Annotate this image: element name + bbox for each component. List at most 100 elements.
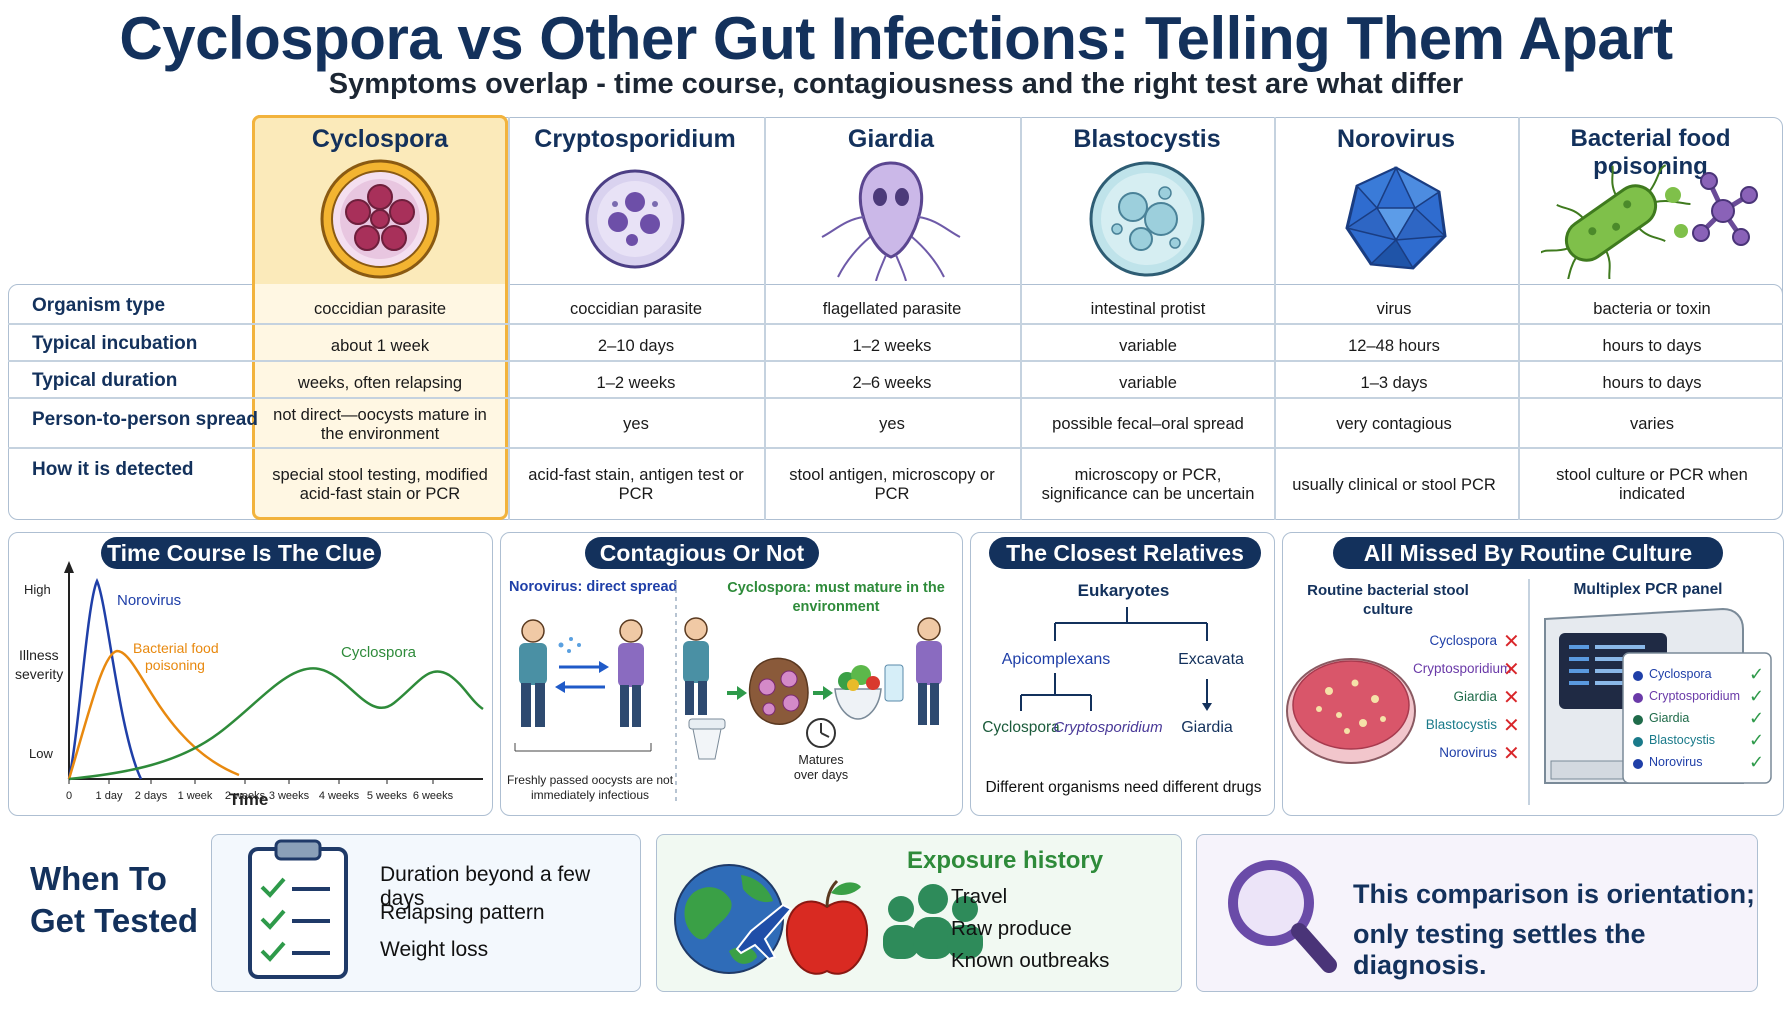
culture-item: Giardia <box>1453 689 1497 704</box>
when-tested-title: When To Get Tested <box>30 858 198 942</box>
table-cell: 2–6 weeks <box>852 374 932 392</box>
missed-x-icon: ✕ <box>1503 687 1520 709</box>
clipboard-icon <box>248 839 348 979</box>
pcr-item: Blastocystis <box>1649 733 1715 747</box>
norovirus-spread-label: Norovirus: direct spread <box>509 579 678 595</box>
pcr-item: Giardia <box>1649 711 1690 725</box>
pcr-dot-icon <box>1633 671 1643 681</box>
table-cell: variable <box>1119 337 1177 355</box>
cryptosporidium-icon <box>508 157 762 281</box>
when-item-weight-loss: Weight loss <box>380 938 489 961</box>
culture-divider <box>1528 579 1530 805</box>
when-tested-box: Duration beyond a few days Relapsing pat… <box>211 834 641 992</box>
x-tick-label: 1 week <box>178 790 213 802</box>
tree-cryptosporidium: Cryptosporidium <box>1053 719 1163 736</box>
bacteria-toxin-icon <box>1518 157 1783 281</box>
table-cell: stool antigen, microscopy or PCR <box>789 466 995 503</box>
missed-x-icon: ✕ <box>1503 631 1520 653</box>
contagious-illustration <box>514 581 942 803</box>
culture-item: Blastocystis <box>1425 717 1497 732</box>
globe-plane-icon <box>674 864 793 974</box>
column-divider <box>1274 117 1276 520</box>
exposure-raw-produce: Raw produce <box>951 917 1072 940</box>
table-cell: microscopy or PCR, significance can be u… <box>1041 466 1255 503</box>
contagious-title: Contagious Or Not <box>585 537 819 569</box>
time-course-chart: High Illness severity Low Norovirus Bact… <box>15 561 484 809</box>
comparison-table: Cyclospora Cryptosporidium Giardia Blast… <box>8 115 1783 520</box>
when-tested-title-line2: Get Tested <box>30 902 199 939</box>
pcr-dot-icon <box>1633 715 1643 725</box>
row-label-organism-type: Organism type <box>32 295 166 316</box>
table-cell: coccidian parasite <box>569 299 703 318</box>
table-cell: variable <box>1119 374 1177 392</box>
y-high-label: High <box>24 582 51 597</box>
x-axis-label: Time <box>229 790 268 809</box>
y-low-label: Low <box>29 746 53 761</box>
relatives-title: The Closest Relatives <box>989 537 1261 569</box>
contagious-panel: Contagious Or Not Norovirus: direct spre… <box>500 532 963 816</box>
culture-item: Cryptosporidium <box>1413 661 1512 676</box>
pcr-item: Cryptosporidium <box>1649 689 1741 703</box>
missed-x-icon: ✕ <box>1503 743 1520 765</box>
table-cell: virus <box>1376 299 1412 318</box>
when-tested-title-line1: When To <box>30 860 167 897</box>
x-tick-label: 5 weeks <box>367 790 408 802</box>
culture-item: Cyclospora <box>1429 633 1497 648</box>
note-line1: This comparison is orientation; <box>1353 879 1756 909</box>
table-cell: stool culture or PCR when indicated <box>1556 466 1748 503</box>
row-divider <box>8 447 1783 449</box>
matures-caption: Matures over days <box>793 753 849 782</box>
cyclospora-oocyst-icon <box>253 157 507 281</box>
giardia-icon <box>764 157 1018 281</box>
x-tick-label: 3 weeks <box>269 790 310 802</box>
tree-apicomplexans: Apicomplexans <box>1001 651 1111 668</box>
x-tick-label: 4 weeks <box>319 790 360 802</box>
time-course-title: Time Course Is The Clue <box>101 537 381 569</box>
exposure-title: Exposure history <box>907 847 1104 874</box>
apple-icon <box>785 879 869 975</box>
column-header-cryptosporidium: Cryptosporidium <box>534 125 736 153</box>
tree-cyclospora: Cyclospora <box>982 719 1060 736</box>
table-cell: very contagious <box>1336 415 1452 433</box>
column-header-norovirus: Norovirus <box>1336 125 1456 153</box>
pcr-dot-icon <box>1633 737 1643 747</box>
table-cell: coccidian parasite <box>313 299 447 318</box>
row-label-spread: Person-to-person spread <box>32 409 258 430</box>
table-cell: bacteria or toxin <box>1593 299 1711 318</box>
x-tick-label: 2 days <box>135 790 168 802</box>
table-cell: 1–2 weeks <box>852 337 932 355</box>
exposure-outbreaks: Known outbreaks <box>951 949 1110 972</box>
relatives-note: Different organisms need different drugs <box>985 779 1262 796</box>
norovirus-curve-label: Norovirus <box>117 592 181 609</box>
pcr-dot-icon <box>1633 693 1643 703</box>
y-label-1: Illness <box>19 647 59 663</box>
column-header-giardia: Giardia <box>847 125 935 153</box>
culture-panel: All Missed By Routine Culture Routine ba… <box>1282 532 1784 816</box>
missed-x-icon: ✕ <box>1503 659 1520 681</box>
table-cell: not direct—oocysts mature in the environ… <box>273 405 487 443</box>
table-cell: hours to days <box>1602 337 1702 355</box>
column-divider <box>1020 117 1022 520</box>
table-rows-frame <box>8 284 1783 520</box>
detected-check-icon: ✓ <box>1749 664 1765 684</box>
column-divider <box>508 117 510 520</box>
table-cell: varies <box>1629 415 1674 433</box>
cyclospora-curve <box>68 667 484 781</box>
bacterial-curve-label-2: poisoning <box>145 657 205 673</box>
culture-item: Norovirus <box>1439 745 1497 760</box>
table-cell: 1–3 days <box>1360 374 1428 392</box>
column-divider <box>764 117 766 520</box>
column-header-cyclospora: Cyclospora <box>311 125 449 153</box>
relatives-panel: The Closest Relatives Eukaryotes Apicomp… <box>970 532 1275 816</box>
page-title: Cyclospora vs Other Gut Infections: Tell… <box>119 5 1673 72</box>
culture-left-title: Routine bacterial stool culture <box>1307 582 1469 618</box>
x-tick-label: 6 weeks <box>413 790 454 802</box>
people-group-icon <box>883 884 983 959</box>
row-divider <box>8 323 1783 325</box>
exposure-box: Exposure history Travel Raw produce Know… <box>656 834 1182 992</box>
orientation-note-box: This comparison is orientation; only tes… <box>1196 834 1758 992</box>
blastocystis-icon <box>1020 157 1274 281</box>
detected-check-icon: ✓ <box>1749 686 1765 706</box>
bacterial-curve <box>67 649 240 780</box>
culture-title: All Missed By Routine Culture <box>1333 537 1723 569</box>
